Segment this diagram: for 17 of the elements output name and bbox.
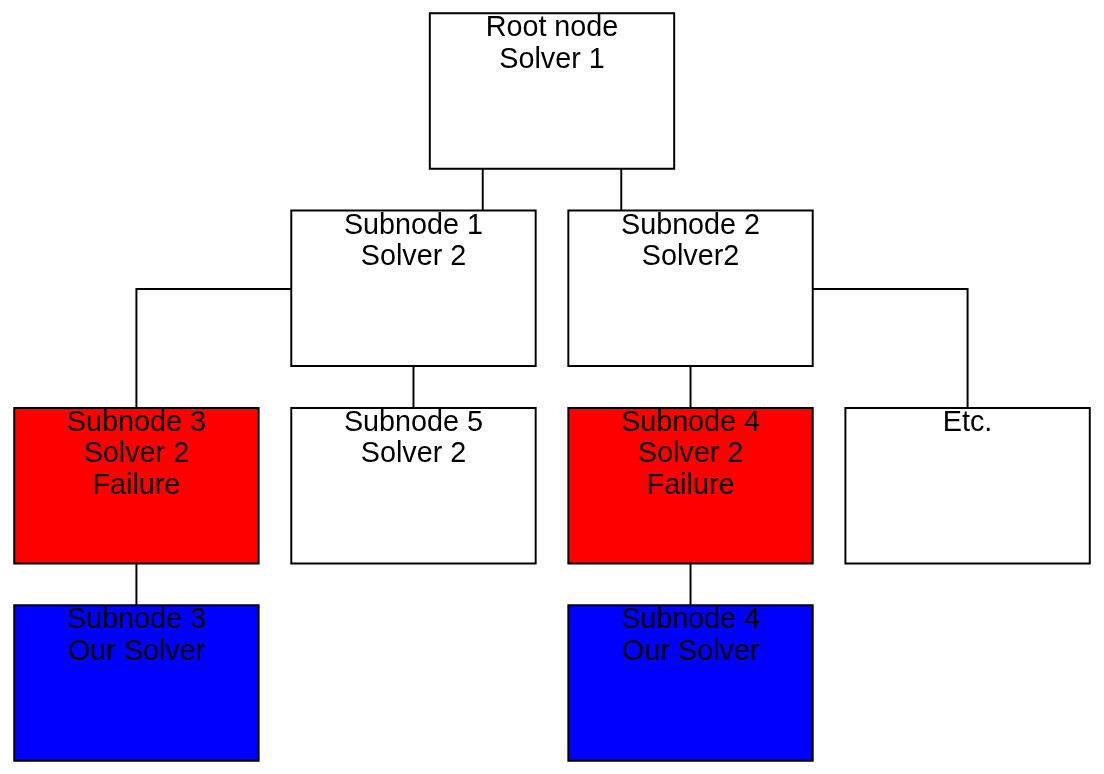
node-box: Etc. [844, 406, 1091, 565]
connector [412, 365, 415, 409]
connector [135, 562, 138, 606]
connector [135, 288, 293, 409]
node-box: Root node Solver 1 [428, 12, 676, 170]
connector [689, 365, 692, 409]
connector [620, 168, 623, 212]
node-box: Subnode 1 Solver 2 [290, 209, 537, 368]
node-box: Subnode 5 Solver 2 [290, 406, 537, 565]
node-box: Subnode 4 Our Solver [567, 604, 814, 762]
connector [481, 168, 484, 212]
node-box: Subnode 3 Our Solver [13, 604, 260, 762]
connector [689, 562, 692, 606]
node-box: Subnode 2 Solver2 [567, 209, 814, 368]
node-box: Subnode 3 Solver 2 Failure [13, 406, 260, 565]
connector [811, 288, 969, 409]
node-box: Subnode 4 Solver 2 Failure [567, 406, 814, 565]
